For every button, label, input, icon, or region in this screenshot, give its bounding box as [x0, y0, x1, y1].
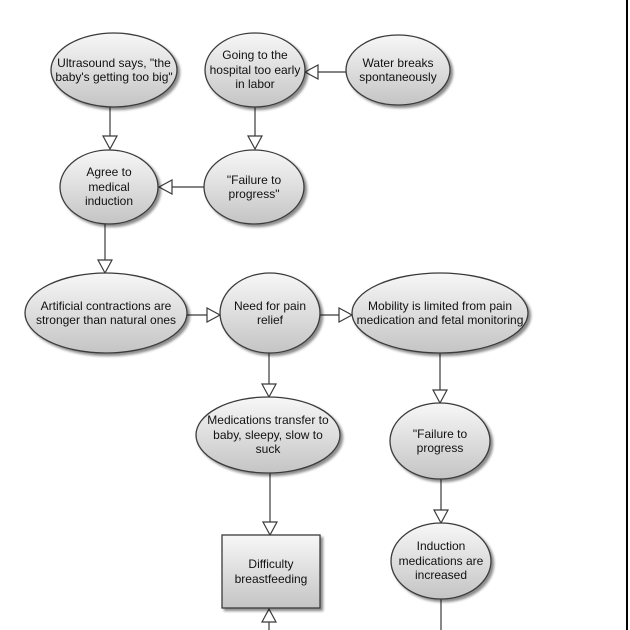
node-medications-transfer-shape	[195, 396, 341, 474]
arrowhead	[432, 509, 450, 525]
arrowhead	[260, 607, 278, 623]
arrowhead	[101, 135, 119, 151]
edge-hospital-to-failure	[246, 107, 264, 151]
arrowhead	[246, 135, 264, 151]
node-ultrasound-shape	[50, 32, 178, 108]
edge-artificial-to-pain	[187, 306, 222, 324]
node-agree-induction-shape	[59, 149, 159, 225]
arrowhead	[206, 306, 222, 324]
node-mobility-limited-shape	[351, 272, 529, 354]
node-failure-progress-2-shape	[389, 402, 491, 480]
edge-pain-to-medications	[260, 353, 278, 399]
node-artificial-contractions-shape	[24, 272, 188, 354]
edge-failure2-to-induction-increased	[432, 479, 450, 525]
edge-failure-to-induction	[157, 178, 204, 196]
node-failure-progress-1-shape	[203, 149, 305, 225]
arrowhead	[260, 383, 278, 399]
arrowhead	[96, 259, 114, 275]
edge-pain-to-mobility	[320, 306, 354, 324]
arrowhead	[157, 178, 173, 196]
arrowhead	[261, 521, 279, 537]
node-hospital-early-shape	[204, 32, 306, 108]
edge-ultrasound-to-induction	[101, 107, 119, 151]
edge-water-to-hospital	[303, 63, 346, 81]
arrowhead	[338, 306, 354, 324]
edge-induction-to-artificial	[96, 224, 114, 275]
edge-into-breastfeeding-bottom	[260, 607, 278, 630]
node-pain-relief-shape	[219, 272, 321, 354]
node-water-breaks-shape	[345, 34, 451, 106]
arrowhead	[303, 63, 319, 81]
edge-medications-to-breastfeeding	[261, 473, 279, 537]
arrowhead	[431, 389, 449, 405]
node-difficulty-breastfeeding-shape	[221, 534, 321, 609]
node-induction-increased-shape	[390, 522, 492, 600]
edge-mobility-to-failure2	[431, 353, 449, 405]
